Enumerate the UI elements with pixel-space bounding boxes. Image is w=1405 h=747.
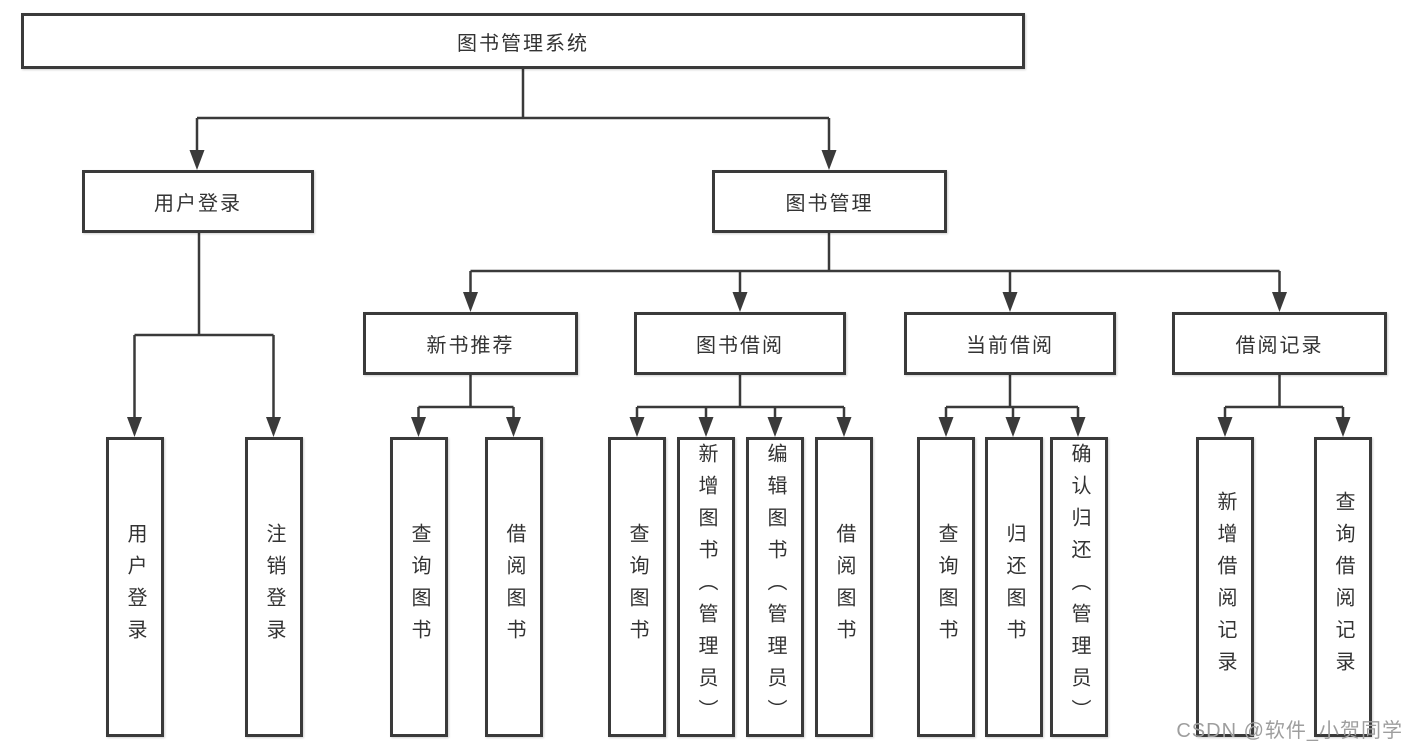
node-book-management-label: 图书管理: [785, 193, 874, 215]
node-leaf-add-book-admin: 新增图书（管理员）: [677, 437, 735, 737]
node-leaf-query-books-3: 查询图书: [917, 437, 975, 737]
node-leaf-label: 查询图书: [935, 523, 957, 651]
node-leaf-logout: 注销登录: [245, 437, 303, 737]
connector-borrow-records-to-leaves: [1223, 374, 1345, 419]
node-leaf-query-borrow-record: 查询借阅记录: [1314, 437, 1372, 737]
watermark-text: CSDN @软件_小贺同学: [1176, 720, 1403, 742]
node-root-library-system: 图书管理系统: [21, 13, 1025, 69]
node-current-borrow: 当前借阅: [904, 312, 1116, 375]
node-book-management: 图书管理: [712, 170, 947, 233]
node-leaf-label: 确认归还（管理员）: [1068, 443, 1090, 731]
node-leaf-label: 编辑图书（管理员）: [764, 443, 786, 731]
connector-current-borrow-to-leaves: [944, 374, 1080, 419]
connector-book-borrow-to-leaves: [635, 374, 846, 419]
node-leaf-borrow-books-1: 借阅图书: [485, 437, 543, 737]
arrow-down-icon: [821, 150, 837, 170]
node-book-borrow: 图书借阅: [634, 312, 846, 375]
arrow-down-icon: [836, 417, 852, 437]
arrow-down-icon: [1070, 417, 1086, 437]
arrow-down-icon: [767, 417, 783, 437]
node-leaf-label: 归还图书: [1003, 523, 1025, 651]
node-leaf-label: 查询图书: [626, 523, 648, 651]
node-leaf-edit-book-admin: 编辑图书（管理员）: [746, 437, 804, 737]
node-leaf-label: 用户登录: [124, 523, 146, 651]
connector-root-to-level2: [195, 68, 831, 152]
node-user-login: 用户登录: [82, 170, 314, 233]
node-root-label: 图书管理系统: [457, 32, 589, 55]
arrow-down-icon: [938, 417, 954, 437]
node-leaf-confirm-return-admin: 确认归还（管理员）: [1050, 437, 1108, 737]
arrow-down-icon: [463, 292, 478, 312]
node-borrow-records: 借阅记录: [1172, 312, 1387, 375]
arrow-down-icon: [1217, 417, 1233, 437]
arrow-down-icon: [127, 417, 142, 437]
node-leaf-label: 借阅图书: [503, 523, 525, 651]
node-leaf-query-books-2: 查询图书: [608, 437, 666, 737]
arrow-down-icon: [189, 150, 205, 170]
node-borrow-records-label: 借阅记录: [1235, 335, 1324, 357]
node-new-book-recommend: 新书推荐: [363, 312, 578, 375]
arrow-down-icon: [1272, 292, 1287, 312]
connector-book-mgmt-to-level3: [469, 233, 1281, 294]
arrowheads: [127, 150, 1351, 437]
node-user-login-label: 用户登录: [154, 193, 242, 215]
node-leaf-return-book: 归还图书: [985, 437, 1043, 737]
node-leaf-user-login: 用户登录: [106, 437, 164, 737]
node-leaf-label: 新增借阅记录: [1214, 491, 1236, 683]
node-leaf-query-books-1: 查询图书: [390, 437, 448, 737]
node-leaf-label: 注销登录: [263, 523, 285, 651]
arrow-down-icon: [1335, 417, 1351, 437]
connector-user-login-to-leaves: [133, 233, 275, 419]
node-book-borrow-label: 图书借阅: [696, 335, 784, 357]
arrow-down-icon: [732, 292, 748, 312]
arrow-down-icon: [629, 417, 645, 437]
arrow-down-icon: [1005, 417, 1021, 437]
arrow-down-icon: [411, 417, 426, 437]
arrow-down-icon: [698, 417, 714, 437]
arrow-down-icon: [266, 417, 281, 437]
node-leaf-label: 查询图书: [408, 523, 430, 651]
connector-new-books-to-leaves: [417, 374, 515, 419]
arrow-down-icon: [506, 417, 521, 437]
arrow-down-icon: [1002, 292, 1018, 312]
node-leaf-label: 查询借阅记录: [1332, 491, 1354, 683]
node-leaf-add-borrow-record: 新增借阅记录: [1196, 437, 1254, 737]
node-current-borrow-label: 当前借阅: [966, 335, 1054, 357]
node-leaf-borrow-books-2: 借阅图书: [815, 437, 873, 737]
node-new-book-recommend-label: 新书推荐: [426, 335, 515, 357]
node-leaf-label: 新增图书（管理员）: [695, 443, 717, 731]
node-leaf-label: 借阅图书: [833, 523, 855, 651]
